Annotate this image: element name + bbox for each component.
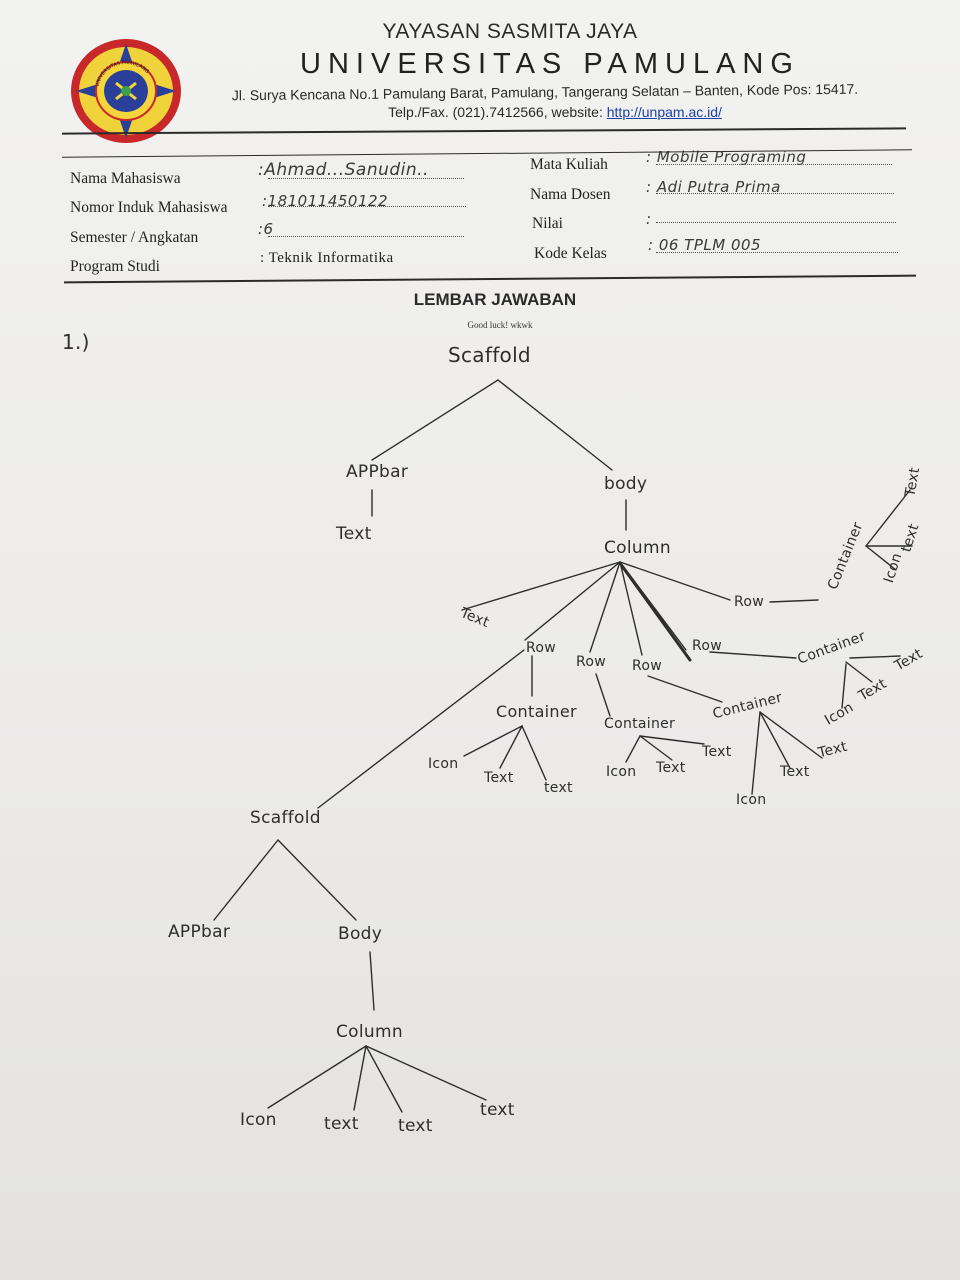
dotted-line xyxy=(268,178,464,179)
node-text: Text xyxy=(780,764,810,780)
node-column: Column xyxy=(604,538,671,558)
sheet-title: LEMBAR JAWABAN xyxy=(413,290,577,309)
node-row: Row xyxy=(692,638,723,654)
university-logo: UNIVERSITAS PAMULANG xyxy=(71,39,181,143)
dotted-line xyxy=(656,164,892,165)
value-program: : Teknik Informatika xyxy=(260,250,394,266)
dotted-line xyxy=(656,193,894,194)
label-semester: Semester / Angkatan xyxy=(70,229,199,246)
label-student-name: Nama Mahasiswa xyxy=(70,170,181,187)
node-body: body xyxy=(604,474,648,494)
value-lecturer: : Adi Putra Prima xyxy=(646,178,781,196)
node-scaffold: Scaffold xyxy=(250,808,321,828)
node-row: Row xyxy=(576,654,607,670)
node-text: Text xyxy=(656,760,686,776)
node-text: Text xyxy=(702,744,732,760)
node-text: text xyxy=(324,1114,359,1134)
node-appbar: APPbar xyxy=(168,922,231,942)
node-text: text xyxy=(398,1116,433,1136)
value-course: : Mobile Programing xyxy=(646,148,807,166)
node-row: Row xyxy=(734,594,765,610)
node-column: Column xyxy=(336,1022,403,1042)
node-text: text xyxy=(480,1100,515,1120)
university-name: UNIVERSITAS PAMULANG xyxy=(300,48,800,80)
node-icon: Icon xyxy=(736,792,767,808)
label-lecturer: Nama Dosen xyxy=(530,186,611,203)
node-text: Text xyxy=(336,524,372,544)
label-student-id: Nomor Induk Mahasiswa xyxy=(70,199,228,216)
node-container: Container xyxy=(496,702,577,721)
node-text: text xyxy=(544,780,573,796)
website-link[interactable]: http://unpam.ac.id/ xyxy=(606,104,722,120)
label-grade: Nilai xyxy=(532,215,563,232)
value-class-code: : 06 TPLM 005 xyxy=(648,236,762,254)
foundation-name: YAYASAN SASMITA JAYA xyxy=(382,20,638,43)
dotted-line xyxy=(656,252,898,253)
label-course: Mata Kuliah xyxy=(530,156,608,173)
node-text: Text xyxy=(484,770,514,786)
node-body: Body xyxy=(338,924,383,944)
label-program: Program Studi xyxy=(70,258,160,275)
dotted-line xyxy=(268,236,464,237)
node-scaffold: Scaffold xyxy=(448,343,531,367)
label-class-code: Kode Kelas xyxy=(534,245,607,262)
value-student-id: :181011450122 xyxy=(262,192,389,210)
node-appbar: APPbar xyxy=(346,462,409,482)
node-row: Row xyxy=(526,640,557,656)
node-icon: Icon xyxy=(428,756,459,772)
node-icon: Icon xyxy=(240,1110,277,1130)
dotted-line xyxy=(656,222,896,223)
contact-line: Telp./Fax. (021).7412566, website: http:… xyxy=(320,104,790,120)
value-student-name: :Ahmad...Sanudin.. xyxy=(258,160,429,180)
node-icon: Icon xyxy=(606,764,637,780)
node-row: Row xyxy=(632,658,663,674)
node-container: Container xyxy=(604,716,676,732)
question-number: 1.) xyxy=(62,330,90,354)
dotted-line xyxy=(268,206,466,207)
sheet-subtitle: Good luck! wkwk xyxy=(467,320,533,330)
value-grade: : xyxy=(646,210,652,228)
contact-prefix: Telp./Fax. (021).7412566, website: xyxy=(388,104,607,120)
value-semester: :6 xyxy=(258,220,274,238)
